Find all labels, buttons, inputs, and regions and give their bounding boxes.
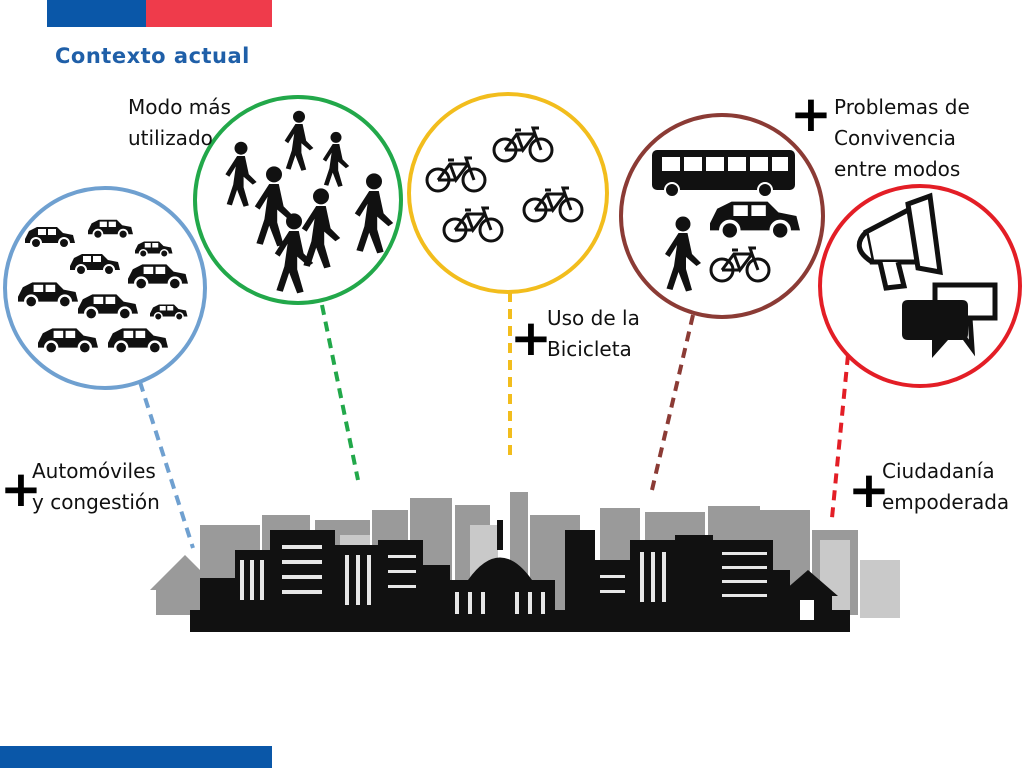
label-mix: Problemas de Convivencia entre modos: [834, 95, 970, 181]
plus-icon: +: [848, 461, 890, 519]
megaphone-chat-icon: [856, 192, 998, 358]
circle-bike: [407, 92, 609, 294]
connector-talk: [830, 354, 850, 519]
connector-cars: [138, 381, 195, 549]
label-bike: Uso de la Bicicleta: [547, 306, 640, 361]
header-bar-blue: [47, 0, 146, 27]
connectors: [138, 292, 850, 549]
plus-icon: +: [790, 85, 832, 143]
connector-mix: [650, 314, 695, 491]
label-talk: Ciudadanía empoderada: [882, 459, 1010, 514]
plus-icon: +: [0, 460, 42, 518]
label-walk: Modo más utilizado: [128, 95, 231, 150]
header-bar-red: [146, 0, 272, 27]
label-cars: Automóviles y congestión: [32, 459, 160, 514]
mixed-transport-icon: [652, 150, 802, 292]
footer-bar: [0, 746, 272, 768]
connector-walk: [320, 304, 360, 481]
plus-icon: +: [510, 309, 552, 367]
page-title: Contexto actual: [55, 44, 250, 68]
city-skyline: [150, 492, 900, 632]
